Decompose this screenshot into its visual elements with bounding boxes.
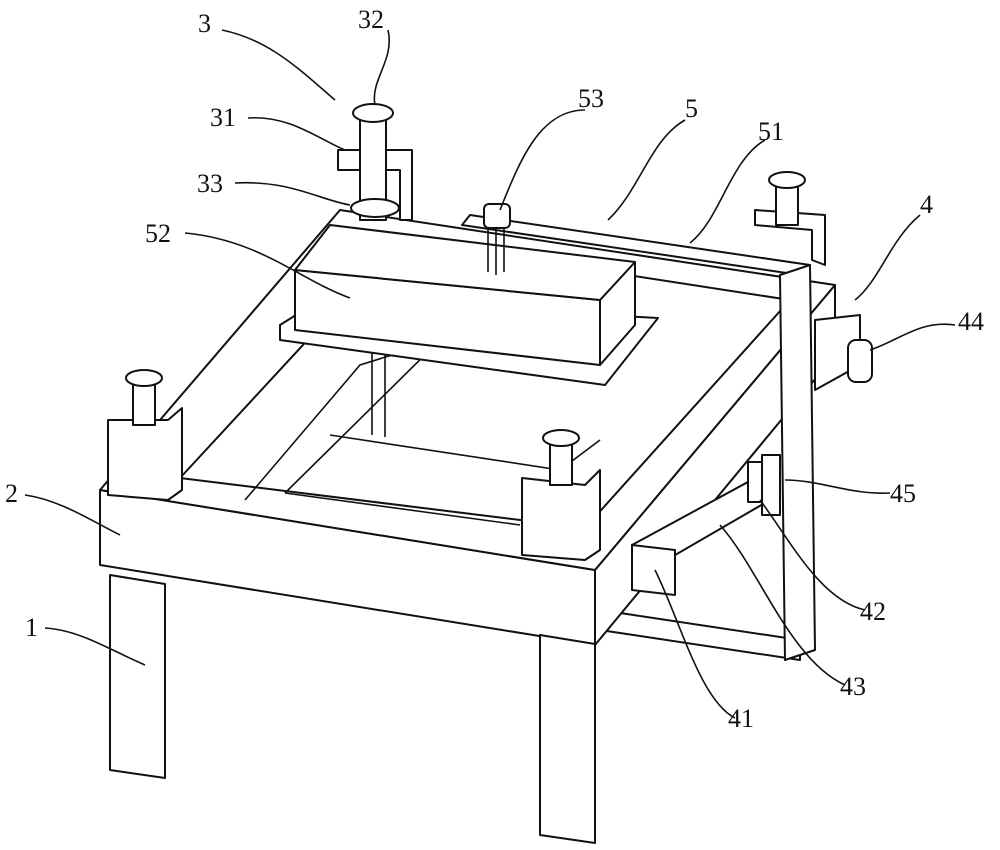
nozzle-pins <box>487 228 505 275</box>
arm-vertical <box>779 264 816 661</box>
leg-front-left <box>109 574 166 779</box>
slider-block-41 <box>631 544 676 596</box>
label-5: 5 <box>685 94 698 123</box>
knob-44 <box>847 339 873 383</box>
label-31: 31 <box>210 103 236 132</box>
label-43: 43 <box>840 672 866 701</box>
box-top <box>294 224 636 301</box>
label-32: 32 <box>358 5 384 34</box>
leader-lines <box>24 29 956 719</box>
label-44: 44 <box>958 307 984 336</box>
label-33: 33 <box>197 169 223 198</box>
clamp-back-right <box>754 171 826 266</box>
label-52: 52 <box>145 219 171 248</box>
inner-post <box>371 350 386 437</box>
label-1: 1 <box>25 613 38 642</box>
nozzle-53 <box>483 203 511 229</box>
label-4: 4 <box>920 190 933 219</box>
clamp-front-left <box>107 369 183 501</box>
label-42: 42 <box>860 597 886 626</box>
clamp-back-left <box>337 103 413 221</box>
label-53: 53 <box>578 84 604 113</box>
label-2: 2 <box>5 479 18 508</box>
leg-front-right <box>539 634 596 844</box>
rear-bracket <box>599 609 801 661</box>
clamp-front-right <box>521 429 601 561</box>
clip-42 <box>747 461 763 503</box>
label-3: 3 <box>198 9 211 38</box>
label-41: 41 <box>728 704 754 733</box>
label-45: 45 <box>890 479 916 508</box>
label-51: 51 <box>758 117 784 146</box>
